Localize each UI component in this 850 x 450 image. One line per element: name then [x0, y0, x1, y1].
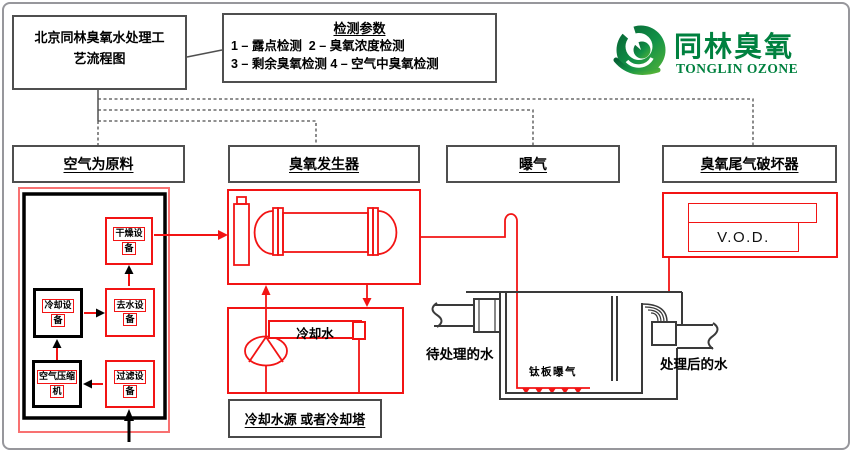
diffuser-label: 钛板曝气	[529, 366, 577, 378]
equip-filter: 过滤设 备	[105, 360, 155, 408]
stage-label-generator: 臭氧发生器	[289, 156, 359, 172]
equip-filter-line1: 过滤设	[114, 370, 146, 384]
cooling-valve-rect	[352, 321, 366, 340]
cooling-source-label: 冷却水源 或者冷却塔	[244, 412, 366, 427]
cooling-water-label: 冷却水	[268, 320, 362, 341]
stage-box-destructor: 臭氧尾气破坏器	[662, 145, 837, 183]
equip-dryer: 干燥设 备	[105, 217, 153, 265]
equip-compressor-line1: 空气压缩	[36, 370, 77, 384]
params-line2: 3 – 剩余臭氧检测 4 – 空气中臭氧检测	[231, 57, 439, 72]
vod-top-box	[688, 203, 817, 223]
stage-box-aeration: 曝气	[446, 145, 620, 183]
cooling-circuit-drawing	[227, 284, 404, 394]
params-line1: 1 – 露点检测 2 – 臭氧浓度检测	[231, 39, 405, 53]
stage-box-generator: 臭氧发生器	[228, 145, 420, 183]
stage-label-air: 空气为原料	[63, 156, 134, 172]
diffuser-marks	[522, 388, 582, 394]
equip-cooler-line1: 冷却设	[42, 299, 74, 313]
equip-compressor-line2: 机	[50, 384, 64, 398]
equip-dewater-line1: 去水设	[114, 298, 146, 312]
effluent-label: 处理后的水	[660, 357, 728, 372]
equip-dryer-line1: 干燥设	[113, 227, 145, 241]
ozone-pipe	[420, 213, 590, 394]
title-box: 北京同林臭氧水处理工 艺流程图	[12, 15, 187, 90]
equip-cooler: 冷却设 备	[33, 288, 83, 338]
params-box: 检测参数 1 – 露点检测 2 – 臭氧浓度检测 3 – 剩余臭氧检测 4 – …	[222, 13, 497, 83]
stage-label-destructor: 臭氧尾气破坏器	[700, 156, 799, 172]
equip-cooler-line2: 备	[51, 313, 65, 327]
stage-box-air: 空气为原料	[12, 145, 185, 183]
air-prep-outer-boxes	[18, 187, 170, 433]
vod-label-box: V.O.D.	[688, 222, 799, 252]
ozone-generator-drawing	[227, 189, 421, 285]
equip-compressor: 空气压缩 机	[32, 360, 82, 408]
air-prep-arrows	[52, 230, 228, 442]
equip-dryer-line2: 备	[122, 241, 136, 255]
title-line2: 艺流程图	[73, 50, 126, 66]
tonglin-logo-icon	[613, 19, 666, 75]
connector-lines	[97, 49, 223, 121]
influent-label: 待处理的水	[426, 347, 494, 362]
title-line1: 北京同林臭氧水处理工	[34, 30, 165, 45]
params-title: 检测参数	[333, 21, 386, 36]
cooling-source-box: 冷却水源 或者冷却塔	[228, 399, 382, 438]
logo-text-cn: 同林臭氧	[674, 31, 795, 62]
equip-filter-line2: 备	[123, 384, 137, 398]
aeration-tank-drawing	[431, 291, 719, 400]
stage-label-aeration: 曝气	[519, 156, 547, 172]
monitor-dashed-lines	[97, 98, 754, 145]
equip-dewater-line2: 备	[123, 313, 137, 327]
logo-text-en: TONGLIN OZONE	[676, 61, 799, 76]
equip-dewater: 去水设 备	[105, 288, 155, 337]
